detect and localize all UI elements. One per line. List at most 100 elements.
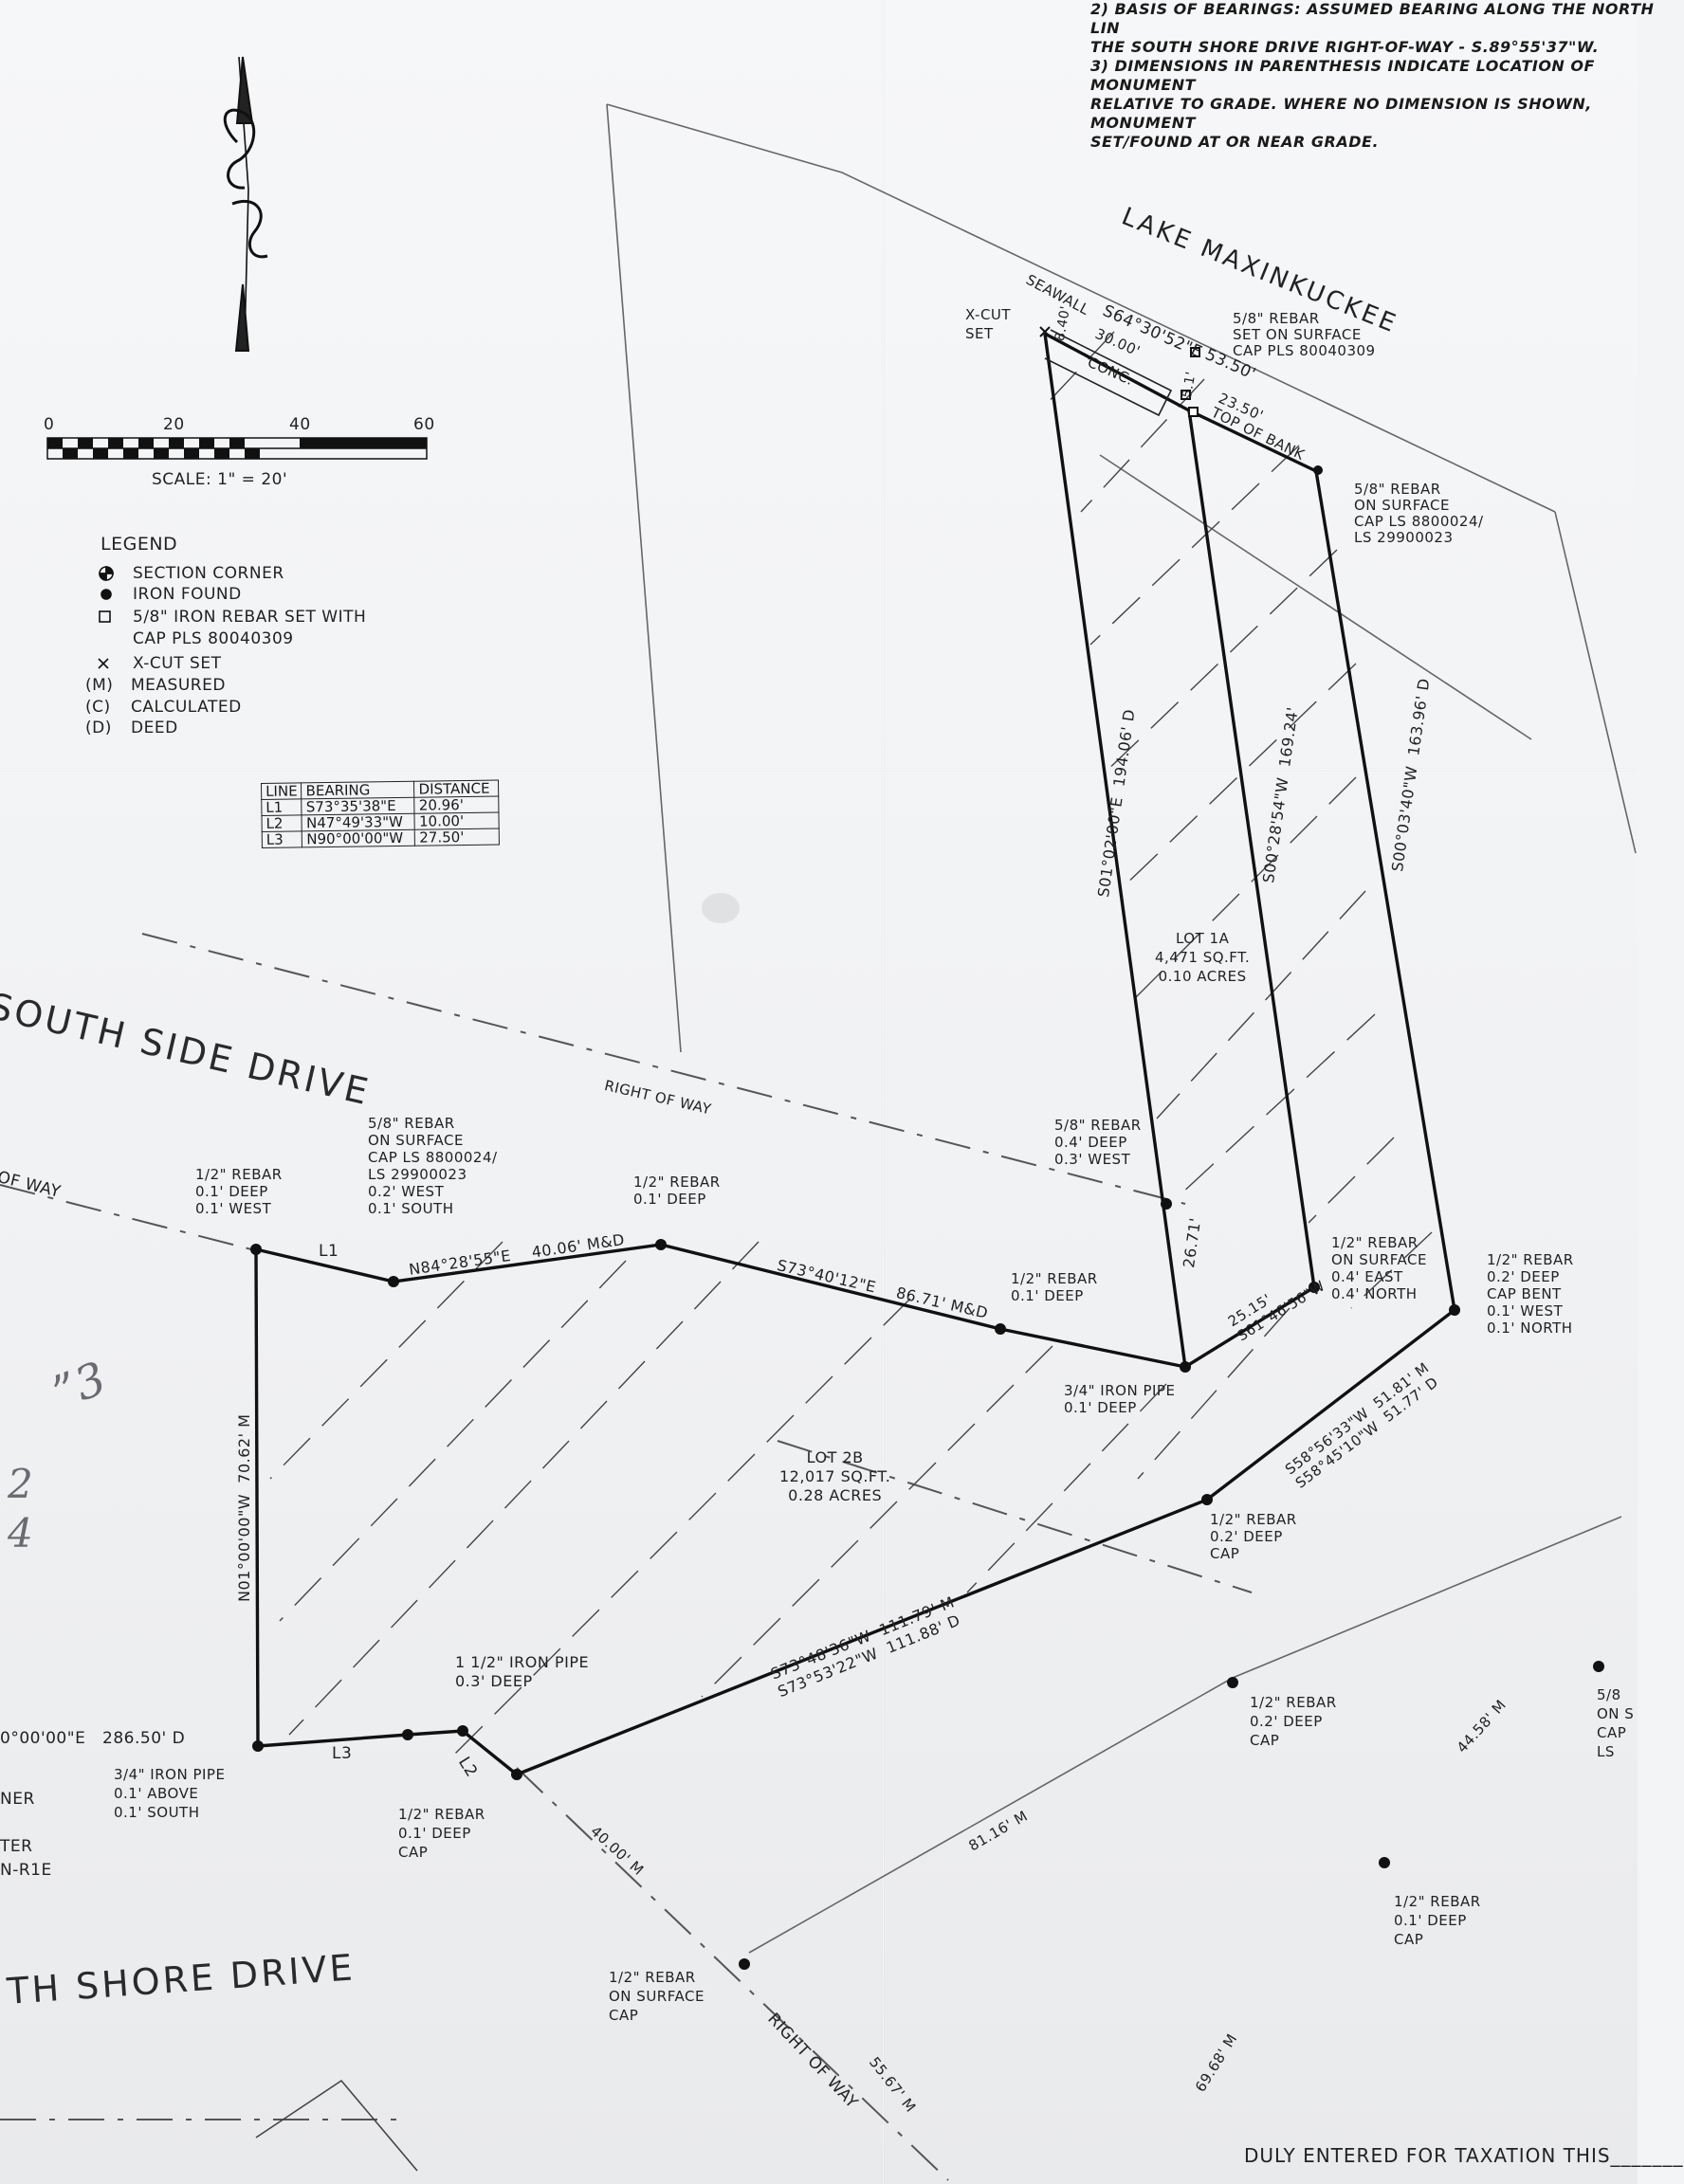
table-cell: 20.96' [414,795,500,814]
shoreline-line [1099,454,1532,740]
fence-line [255,2079,418,2172]
paper-fold-vertical [882,0,885,2184]
iron-pipe-above-label: 3/4" IRON PIPE 0.1' ABOVE 0.1' SOUTH [114,1766,226,1821]
survey-drawing [0,56,1637,2181]
scale-tick-20: 20 [163,415,185,434]
table-cell: N90°00'00"W [302,829,415,847]
bearing-n01: N01°00'00"W 70.62' M [235,1413,253,1602]
legend-iron-found: IRON FOUND [133,585,242,604]
taxation-footer: DULY ENTERED FOR TAXATION THIS_______ [1244,2144,1684,2167]
table-cell: L1 [261,799,302,816]
left-edge-label: NER TER N-R1E [0,1790,52,1880]
upper-parcel-right-line [1554,511,1637,854]
monument-58-rebar [1161,1198,1172,1210]
iron-pipe-1-1-2-label: 1 1/2" IRON PIPE 0.3' DEEP [455,1653,590,1690]
monument-iron-pipe [1180,1361,1191,1373]
rebar-0-2-cap-label: 1/2" REBAR 0.2' DEEP CAP [1210,1511,1297,1562]
lot-1a-west-line [1043,333,1187,1368]
table-cell: 27.50' [414,828,500,846]
north-arrow-icon [223,56,268,352]
rebar-set-icon [99,610,111,623]
legend-measured: MEASURED [131,676,226,695]
legend-rebar-cap: CAP PLS 80040309 [133,629,294,648]
rebar-0-4-deep-label: 5/8" REBAR 0.4' DEEP 0.3' WEST [1054,1117,1142,1168]
note-2-line-1: 2) BASIS OF BEARINGS: ASSUMED BEARING AL… [1090,0,1655,37]
line-table-header-distance: DISTANCE [413,780,500,798]
monument-lower-cap [1227,1677,1238,1688]
table-cell: L3 [262,831,302,848]
rebar-set-on-surface-label: 5/8" REBAR SET ON SURFACE CAP PLS 800403… [1233,310,1376,359]
rebar-on-surface-right-label: 5/8" REBAR ON SURFACE CAP LS 8800024/ LS… [1354,481,1484,546]
legend-calculated: CALCULATED [131,698,242,717]
lot-2b-north-line [255,1243,1186,1369]
legend-x-cut: X-CUT SET [133,654,222,673]
scale-tick-0: 0 [44,415,55,434]
lot-1a-south-line [1184,1285,1315,1369]
line-l3-label: L3 [332,1744,353,1763]
scale-tick-60: 60 [413,415,435,434]
monument-mid-rebar [1309,1282,1320,1293]
rebar-set-markers [1181,347,1200,417]
scale-bar [46,437,428,460]
iron-found-icon [101,589,112,600]
upper-parcel-top-line [606,103,1556,513]
note-3-line-1: 3) DIMENSIONS IN PARENTHESIS INDICATE LO… [1090,57,1595,94]
row-lower-line [516,1767,949,2181]
monument-l1-end [388,1276,399,1287]
note-3-line-3: SET/FOUND AT OR NEAR GRADE. [1090,133,1380,151]
plat-paper [0,0,1638,2184]
rebar-cap-bent-label: 1/2" REBAR 0.2' DEEP CAP BENT 0.1' WEST … [1487,1251,1574,1337]
legend-deed: DEED [131,719,178,737]
lower-parcel-line [748,1516,1622,1954]
bearing-286: 0°00'00"E 286.50' D [0,1729,186,1748]
hatch-lines [269,331,1433,1764]
legend-rebar-set: 5/8" IRON REBAR SET WITH [133,608,367,627]
line-table: LINE BEARING DISTANCE L1 S73°35'38"E 20.… [261,779,500,848]
lot-2b-label: LOT 2B 12,017 SQ.FT. 0.28 ACRES [779,1448,891,1504]
x-cut-icon [98,658,109,669]
row-inner-line [777,1440,1253,1593]
legend-deed-symbol: (D) [85,719,112,737]
monument-l3-end [402,1729,413,1740]
line-table-header-line: LINE [261,782,302,800]
line-l1-label: L1 [319,1242,339,1261]
x-cut-marker [1039,326,1051,337]
rebar-0-1-cap-label: 1/2" REBAR 0.1' DEEP CAP [398,1806,485,1861]
note-3: 3) DIMENSIONS IN PARENTHESIS INDICATE LO… [1090,57,1659,152]
iron-pipe-3-4-label: 3/4" IRON PIPE 0.1' DEEP [1064,1382,1176,1416]
right-of-way-lines [0,933,1253,2181]
monument-ne-rebar [1449,1304,1460,1316]
lot-1a-east-line [1044,332,1456,1311]
scale-label: SCALE: 1" = 20' [152,470,288,489]
monument-l2-end [511,1769,522,1780]
paper-fold-horizontal [0,768,1638,771]
note-2-line-2: THE SOUTH SHORE DRIVE RIGHT-OF-WAY - S.8… [1090,38,1600,56]
rebar-0-2-cap-lower-label: 1/2" REBAR 0.2' DEEP CAP [1250,1694,1337,1749]
x-cut-set-label: X-CUT SET [965,306,1012,342]
legend-section-corner: SECTION CORNER [133,564,284,583]
lot-1a-label: LOT 1A 4,471 SQ.FT. 0.10 ACRES [1155,930,1251,985]
rebar-0-1-deep-label-a: 1/2" REBAR 0.1' DEEP [633,1174,721,1208]
monument-112-pipe [457,1725,468,1737]
monument-sw-pipe [252,1740,264,1752]
handwriting-mark-bottom: 2 4 [8,1461,33,1556]
lot-2b-west-line [254,1248,260,1747]
monuments [250,465,1604,1970]
rebar-0-1-deep-label-b: 1/2" REBAR 0.1' DEEP [1011,1270,1098,1304]
monument-s73-mid [995,1323,1006,1335]
legend-title: LEGEND [101,534,178,555]
table-cell: 10.00' [414,811,500,830]
lot-2b-south-line [257,1729,519,1776]
table-cell: L2 [261,815,302,832]
monument-surface-right [1313,465,1323,475]
rebar-0-1-cap-lower-label: 1/2" REBAR 0.1' DEEP CAP [1394,1893,1481,1948]
monument-cap-rebar [1201,1494,1213,1505]
table-row: L3 N90°00'00"W 27.50' [262,828,500,848]
note-2: 2) BASIS OF BEARINGS: ASSUMED BEARING AL… [1090,0,1659,57]
note-3-line-2: RELATIVE TO GRADE. WHERE NO DIMENSION IS… [1090,95,1592,132]
upper-parcel-left-line [606,103,682,1053]
monument-nw-lot2b [250,1244,262,1255]
monument-lower-cap-2 [1379,1857,1390,1868]
adjacent-parcel-lines [606,103,1637,1954]
row-upper-line [141,933,1186,1205]
